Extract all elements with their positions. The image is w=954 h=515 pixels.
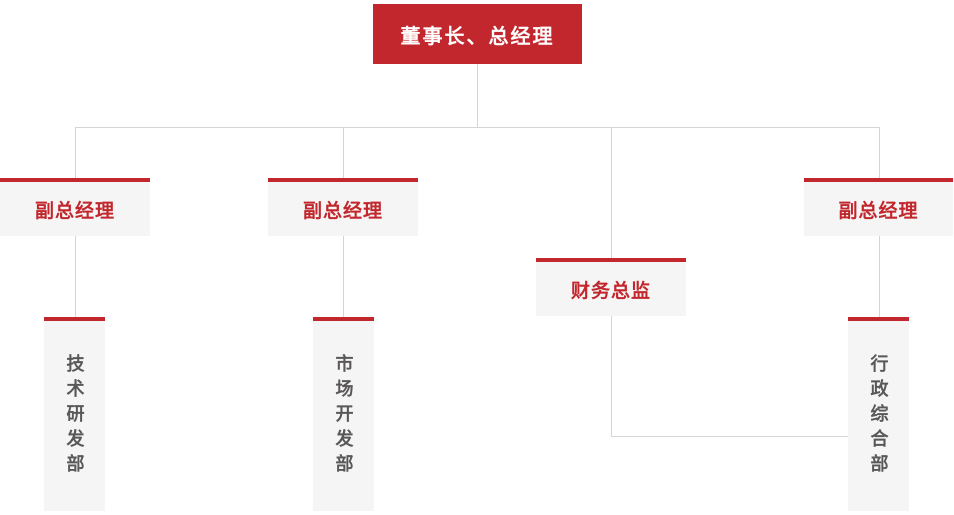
node-label: 行政综合部 bbox=[868, 353, 889, 479]
node-label: 董事长、总经理 bbox=[400, 25, 555, 48]
node-finance-director: 财务总监 bbox=[536, 258, 686, 316]
node-dept-admin-general: 行政综合部 bbox=[848, 317, 909, 511]
node-deputy-gm-1: 副总经理 bbox=[0, 178, 150, 236]
connector-line bbox=[75, 127, 880, 128]
connector-line bbox=[879, 236, 880, 317]
node-deputy-gm-2: 副总经理 bbox=[268, 178, 418, 236]
node-label: 副总经理 bbox=[34, 200, 115, 222]
connector-line bbox=[611, 127, 612, 258]
connector-line bbox=[75, 127, 76, 178]
node-dept-market-dev: 市场开发部 bbox=[313, 317, 374, 511]
node-dept-tech-rd: 技术研发部 bbox=[44, 317, 105, 511]
connector-line bbox=[477, 64, 478, 127]
connector-line bbox=[879, 127, 880, 178]
node-label: 副总经理 bbox=[838, 200, 919, 222]
node-label: 副总经理 bbox=[302, 200, 383, 222]
connector-line bbox=[611, 436, 848, 437]
node-label: 财务总监 bbox=[570, 280, 651, 302]
node-deputy-gm-3: 副总经理 bbox=[804, 178, 953, 236]
connector-line bbox=[343, 127, 344, 178]
node-label: 市场开发部 bbox=[333, 353, 354, 479]
node-label: 技术研发部 bbox=[64, 353, 85, 479]
connector-line bbox=[343, 236, 344, 317]
node-chairman-general-manager: 董事长、总经理 bbox=[373, 4, 582, 64]
connector-line bbox=[75, 236, 76, 317]
connector-line bbox=[611, 316, 612, 437]
